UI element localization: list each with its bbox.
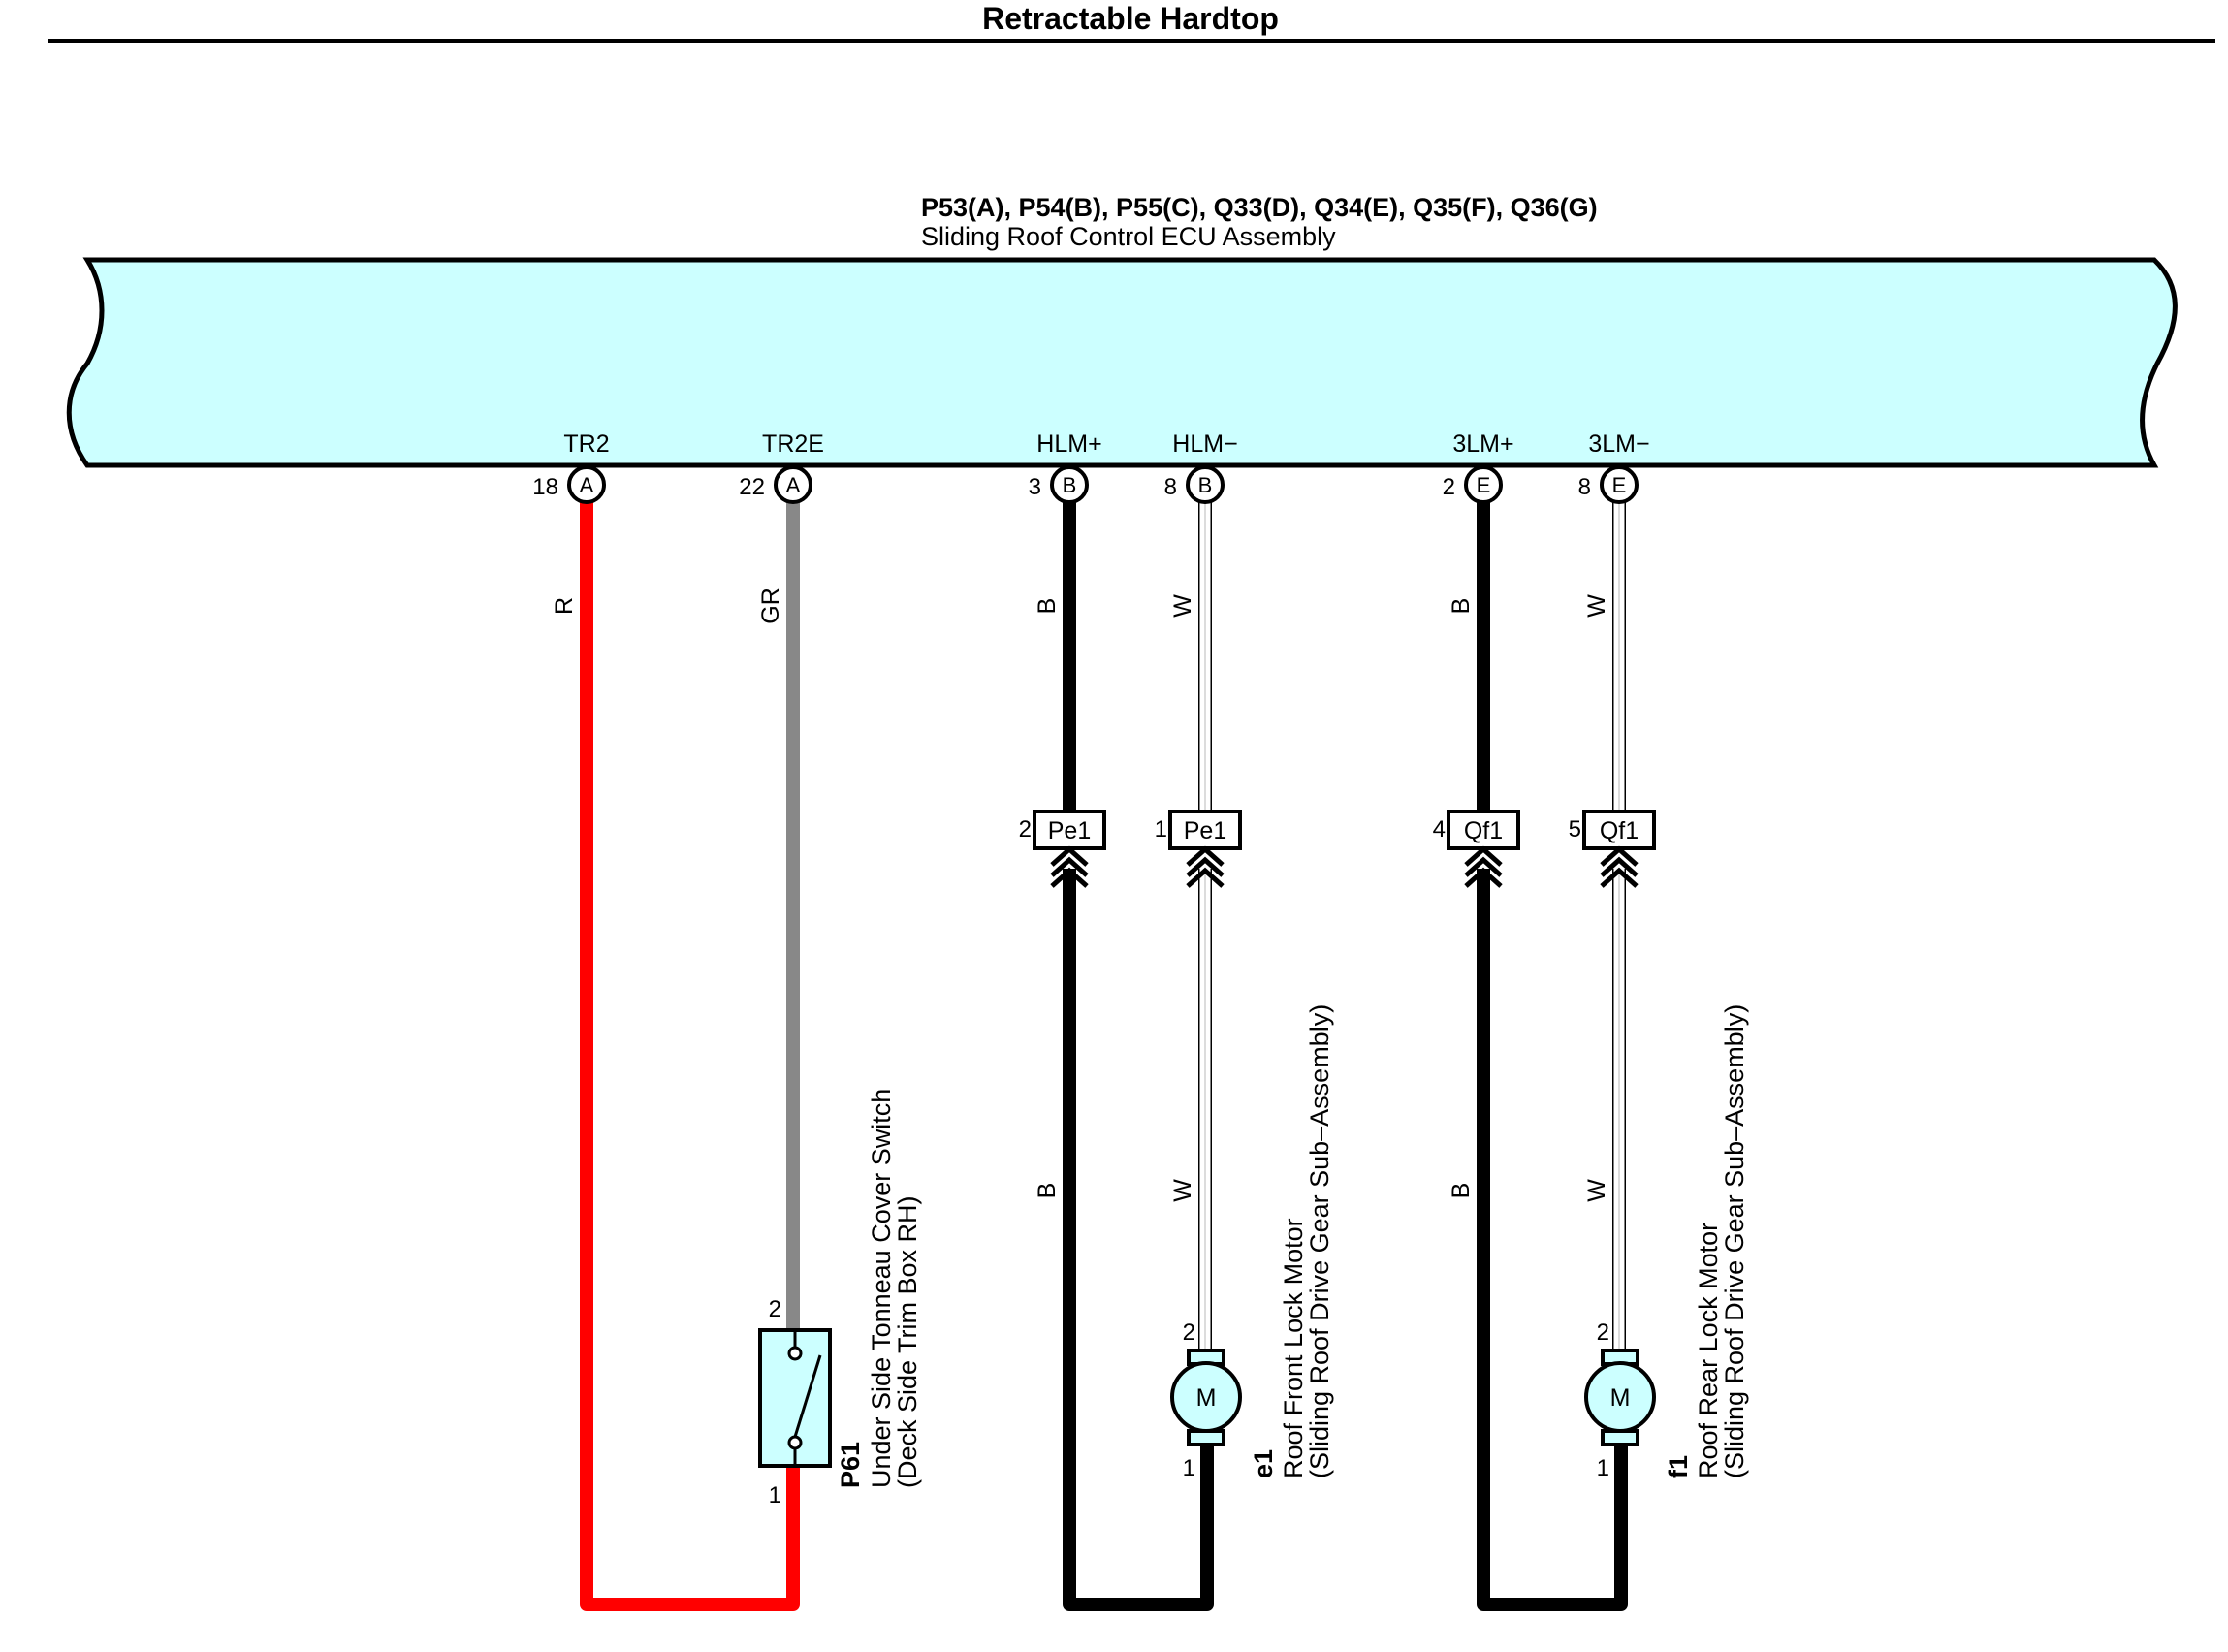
wire-label: W — [1583, 1179, 1610, 1202]
motor-pin-top: 2 — [1183, 1319, 1195, 1346]
terminal-connector: B — [1198, 473, 1213, 497]
terminal-name-tr2: TR2 — [563, 430, 609, 458]
terminal-name-3lm-plus: 3LM+ — [1452, 430, 1513, 458]
terminal-connector: E — [1477, 473, 1491, 497]
terminal-pin: 8 — [1578, 474, 1591, 500]
ecu-body — [66, 257, 2178, 468]
motor-code-e1: e1 — [1249, 1449, 1278, 1478]
junction-pin: 2 — [1019, 816, 1032, 842]
ecu-connectors-label: P53(A), P54(B), P55(C), Q33(D), Q34(E), … — [921, 193, 1598, 222]
terminal-8-b: 8 B — [1164, 465, 1225, 504]
switch-location: (Deck Side Trim Box RH) — [893, 1195, 922, 1488]
terminal-connector: E — [1612, 473, 1627, 497]
junction-name: Pe1 — [1048, 817, 1091, 844]
terminal-name-3lm-minus: 3LM− — [1588, 430, 1649, 458]
terminal-pin: 22 — [739, 474, 765, 500]
motor-symbol: M — [1196, 1384, 1217, 1412]
wire-label: B — [1034, 598, 1061, 615]
wire-label: W — [1169, 594, 1196, 618]
ecu-name-label: Sliding Roof Control ECU Assembly — [921, 222, 1336, 251]
junction-connector-qf1-5: 5 Qf1 — [1569, 810, 1656, 888]
junction-connector-pe1-1: 1 Pe1 — [1155, 810, 1242, 888]
junction-name: Pe1 — [1184, 817, 1226, 844]
terminal-22-a: 22 A — [739, 465, 812, 504]
junction-name: Qf1 — [1464, 817, 1503, 844]
terminal-connector: A — [786, 473, 801, 497]
junction-connector-pe1-2: 2 Pe1 — [1019, 810, 1106, 888]
motor-name-e1: Roof Front Lock Motor — [1279, 1218, 1308, 1478]
terminal-name-hlm-minus: HLM− — [1172, 430, 1237, 458]
wire-label: R — [551, 597, 578, 615]
switch-pin-bottom: 1 — [769, 1482, 781, 1509]
terminal-pin: 2 — [1443, 474, 1455, 500]
terminal-pin: 8 — [1164, 474, 1177, 500]
terminal-8-e: 8 E — [1578, 465, 1639, 504]
junction-pin: 4 — [1433, 816, 1446, 842]
terminal-3-b: 3 B — [1029, 465, 1089, 504]
motor-pin-bottom: 1 — [1183, 1455, 1195, 1481]
wire-label: W — [1583, 594, 1610, 618]
terminal-pin: 3 — [1029, 474, 1041, 500]
wire-label: B — [1034, 1183, 1061, 1199]
motor-code-f1: f1 — [1664, 1455, 1693, 1478]
junction-pin: 1 — [1155, 816, 1167, 842]
motor-sub-f1: (Sliding Roof Drive Gear Sub–Assembly) — [1720, 1004, 1749, 1478]
wire-label: GR — [757, 588, 784, 624]
terminal-18-a: 18 A — [532, 465, 606, 504]
switch-name: Under Side Tonneau Cover Switch — [867, 1089, 896, 1488]
junction-pin: 5 — [1569, 816, 1581, 842]
motor-pin-top: 2 — [1597, 1319, 1609, 1346]
roof-rear-lock-motor: 2 M 1 — [1584, 1319, 1656, 1481]
junction-connector-qf1-4: 4 Qf1 — [1433, 810, 1520, 888]
terminal-name-hlm-plus: HLM+ — [1036, 430, 1101, 458]
motor-symbol: M — [1610, 1384, 1631, 1412]
switch-code: P61 — [836, 1442, 865, 1488]
motor-pin-bottom: 1 — [1597, 1455, 1609, 1481]
roof-front-lock-motor: 2 M 1 — [1170, 1319, 1242, 1481]
wire-red-tr2 — [580, 502, 800, 1611]
wire-label: B — [1448, 598, 1475, 615]
motor-sub-e1: (Sliding Roof Drive Gear Sub–Assembly) — [1305, 1004, 1334, 1478]
tonneau-cover-switch: 2 1 — [758, 1296, 832, 1509]
terminal-name-tr2e: TR2E — [762, 430, 824, 458]
wire-black-e1-loop — [1063, 869, 1214, 1611]
junction-name: Qf1 — [1600, 817, 1639, 844]
switch-pin-top: 2 — [769, 1296, 781, 1322]
wire-label: B — [1448, 1183, 1475, 1199]
terminal-connector: B — [1063, 473, 1077, 497]
wire-label: W — [1169, 1179, 1196, 1202]
wire-black-f1-loop — [1477, 869, 1628, 1611]
terminal-connector: A — [580, 473, 594, 497]
terminal-pin: 18 — [532, 474, 558, 500]
motor-name-f1: Roof Rear Lock Motor — [1694, 1223, 1723, 1478]
terminal-2-e: 2 E — [1443, 465, 1503, 504]
page-title: Retractable Hardtop — [982, 1, 1279, 36]
